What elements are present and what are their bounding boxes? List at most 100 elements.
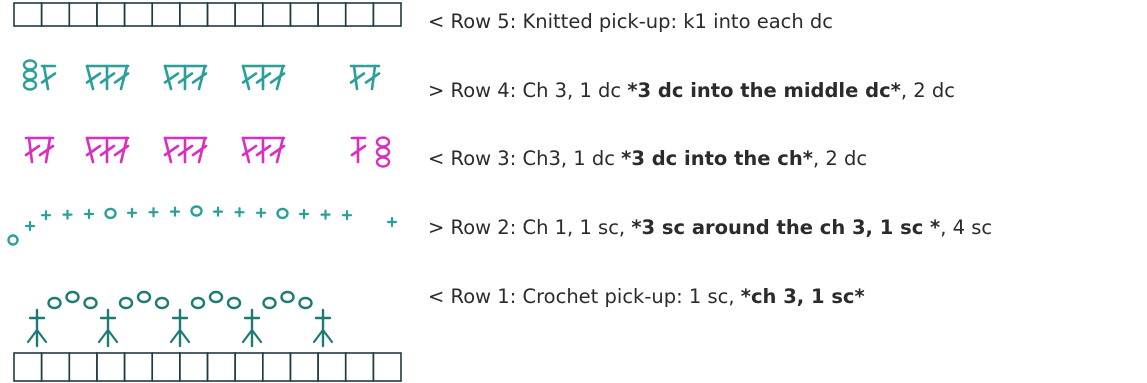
knit-cell [13,2,43,27]
row3-bold: *3 dc into the ch* [621,147,813,170]
dc-symbol [350,136,367,164]
row2-arrow: > [428,216,445,239]
knit-cell [344,2,375,27]
chain-oval [65,290,80,304]
dc-symbol [24,136,41,164]
chain-oval [47,296,62,310]
dc-symbol [241,64,258,91]
chain-oval [154,296,170,310]
row5-text: Row 5: Knitted pick-up: k1 into each dc [450,10,834,33]
row3-dc-symbols [24,136,391,168]
chain-oval [104,207,117,220]
sc-plus [255,207,267,218]
sc-plus [24,220,36,232]
knit-cell [151,2,181,27]
dc-symbol [269,64,286,91]
dc-symbol [99,64,116,91]
dc-symbol [177,64,194,91]
dc-symbol [269,136,286,164]
chain-oval [22,79,38,91]
dc-symbol [241,136,258,164]
knit-cell [372,2,402,27]
row1-instruction: < Row 1: Crochet pick-up: 1 sc, *ch 3, 1… [428,287,865,307]
row5-knit-grid [13,2,402,27]
sc-plus [26,308,48,348]
row4-bold: *3 dc into the middle dc* [627,79,901,102]
row4-dc-symbols [22,59,381,91]
knit-cell [179,2,209,27]
row3-post: , 2 dc [812,147,868,170]
row2-post: , 4 sc [940,216,993,239]
chain-oval [190,205,203,217]
row3-instruction: < Row 3: Ch3, 1 dc *3 dc into the ch*, 2… [428,149,867,169]
knit-cell [344,352,375,382]
knit-cell [123,352,154,382]
dc-symbol [364,64,381,91]
row2-sc-symbols [7,205,398,246]
chain-oval [298,296,313,310]
knit-cell [234,2,264,27]
dc-symbol [349,64,366,91]
chain-oval [83,296,98,310]
sc-plus [83,208,95,220]
dc-symbol [40,64,57,91]
knit-cell [179,352,209,382]
chain-oval [280,290,295,304]
dc-symbol [85,136,102,164]
dc-symbol [177,136,194,164]
knit-cell [234,352,264,382]
knit-cell [123,2,154,27]
row1-sc-chain-symbols [26,290,334,348]
knit-cell [261,352,292,382]
dc-symbol [163,136,180,164]
chain-oval [262,296,277,310]
sc-plus [341,210,353,221]
row2-bold: *3 sc around the ch 3, 1 sc * [631,216,941,239]
dc-symbol [85,64,102,91]
chain-oval [375,146,391,158]
knit-cell [289,2,319,27]
row1-text: Row 1: Crochet pick-up: 1 sc, [450,285,741,308]
dc-symbol [99,136,116,164]
knit-cell [289,352,319,382]
chain-oval [375,156,391,168]
crochet-chart [7,2,402,382]
sc-plus [234,207,245,218]
knit-cell [40,352,71,382]
sc-plus [126,207,138,218]
base-knit-grid [13,352,402,382]
knit-cell [317,352,347,382]
row1-arrow: < [428,285,445,308]
knit-cell [372,352,402,382]
sc-plus [312,308,334,348]
chain-oval [136,290,152,304]
chain-oval [22,69,38,81]
sc-plus [169,308,191,348]
chain-oval [118,296,134,310]
dc-symbol [191,64,208,91]
knit-cell [13,352,43,382]
row4-post: , 2 dc [900,79,955,102]
sc-plus [241,308,263,348]
row4-text: Row 4: Ch 3, 1 dc [450,79,628,102]
knit-cell [206,2,236,27]
dc-symbol [113,136,130,164]
row4-arrow: > [428,79,445,102]
chain-oval [7,234,19,246]
knit-cell [317,2,347,27]
chain-oval [208,290,224,304]
dc-symbol [191,136,208,164]
sc-plus [62,209,73,220]
row5-instruction: < Row 5: Knitted pick-up: k1 into each d… [428,12,833,32]
sc-plus [298,208,310,220]
row4-instruction: > Row 4: Ch 3, 1 dc *3 dc into the middl… [428,81,955,101]
row3-arrow: < [428,147,445,170]
chain-oval [190,296,206,310]
sc-plus [97,308,119,348]
sc-plus [148,207,159,218]
knit-cell [96,2,126,27]
dc-symbol [255,64,272,91]
row2-instruction: > Row 2: Ch 1, 1 sc, *3 sc around the ch… [428,218,992,238]
chain-oval [375,136,391,148]
row2-text: Row 2: Ch 1, 1 sc, [450,216,632,239]
